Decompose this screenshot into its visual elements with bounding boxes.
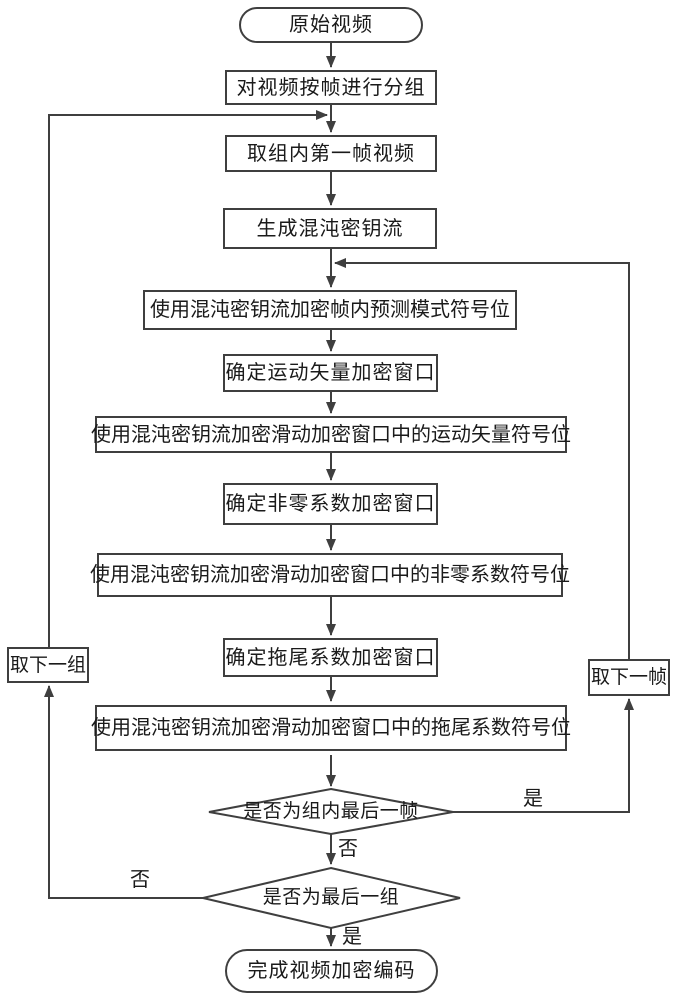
node-next-group: 取下一组 xyxy=(7,647,89,683)
node-nz-window: 确定非零系数加密窗口 xyxy=(223,483,438,525)
node-trail-window: 确定拖尾系数加密窗口 xyxy=(223,638,438,677)
node-keystream: 生成混沌密钥流 xyxy=(223,208,437,249)
decision-last-group-shape xyxy=(202,866,461,930)
node-group-frames: 对视频按帧进行分组 xyxy=(225,70,437,105)
node-trail-encrypt: 使用混沌密钥流加密滑动加密窗口中的拖尾系数符号位 xyxy=(91,705,571,751)
decision-last-group-label: 是否为最后一组 xyxy=(262,887,400,908)
edge-nextframe-return xyxy=(334,258,630,659)
node-first-frame: 取组内第一帧视频 xyxy=(225,135,437,172)
edge-label-yes-frame: 是 xyxy=(523,788,543,810)
decision-last-frame-shape xyxy=(208,787,454,836)
node-intra-encrypt: 使用混沌密钥流加密帧内预测模式符号位 xyxy=(143,290,517,330)
edge-label-no-frame: 否 xyxy=(338,838,358,860)
node-start: 原始视频 xyxy=(239,7,423,43)
decision-last-frame-label: 是否为组内最后一帧 xyxy=(243,801,419,822)
node-end: 完成视频加密编码 xyxy=(225,949,438,993)
node-mv-window: 确定运动矢量加密窗口 xyxy=(223,354,438,392)
node-nz-encrypt: 使用混沌密钥流加密滑动加密窗口中的非零系数符号位 xyxy=(90,553,570,597)
edge-label-yes-group: 是 xyxy=(342,926,362,948)
edge-lastframe-nextframe xyxy=(452,698,634,813)
edge-nextgroup-return xyxy=(48,110,328,647)
edge-lastgroup-nextgroup xyxy=(44,685,203,899)
edge-label-no-group: 否 xyxy=(130,869,150,891)
node-next-frame: 取下一帧 xyxy=(588,659,670,696)
node-mv-encrypt: 使用混沌密钥流加密滑动加密窗口中的运动矢量符号位 xyxy=(91,416,571,453)
